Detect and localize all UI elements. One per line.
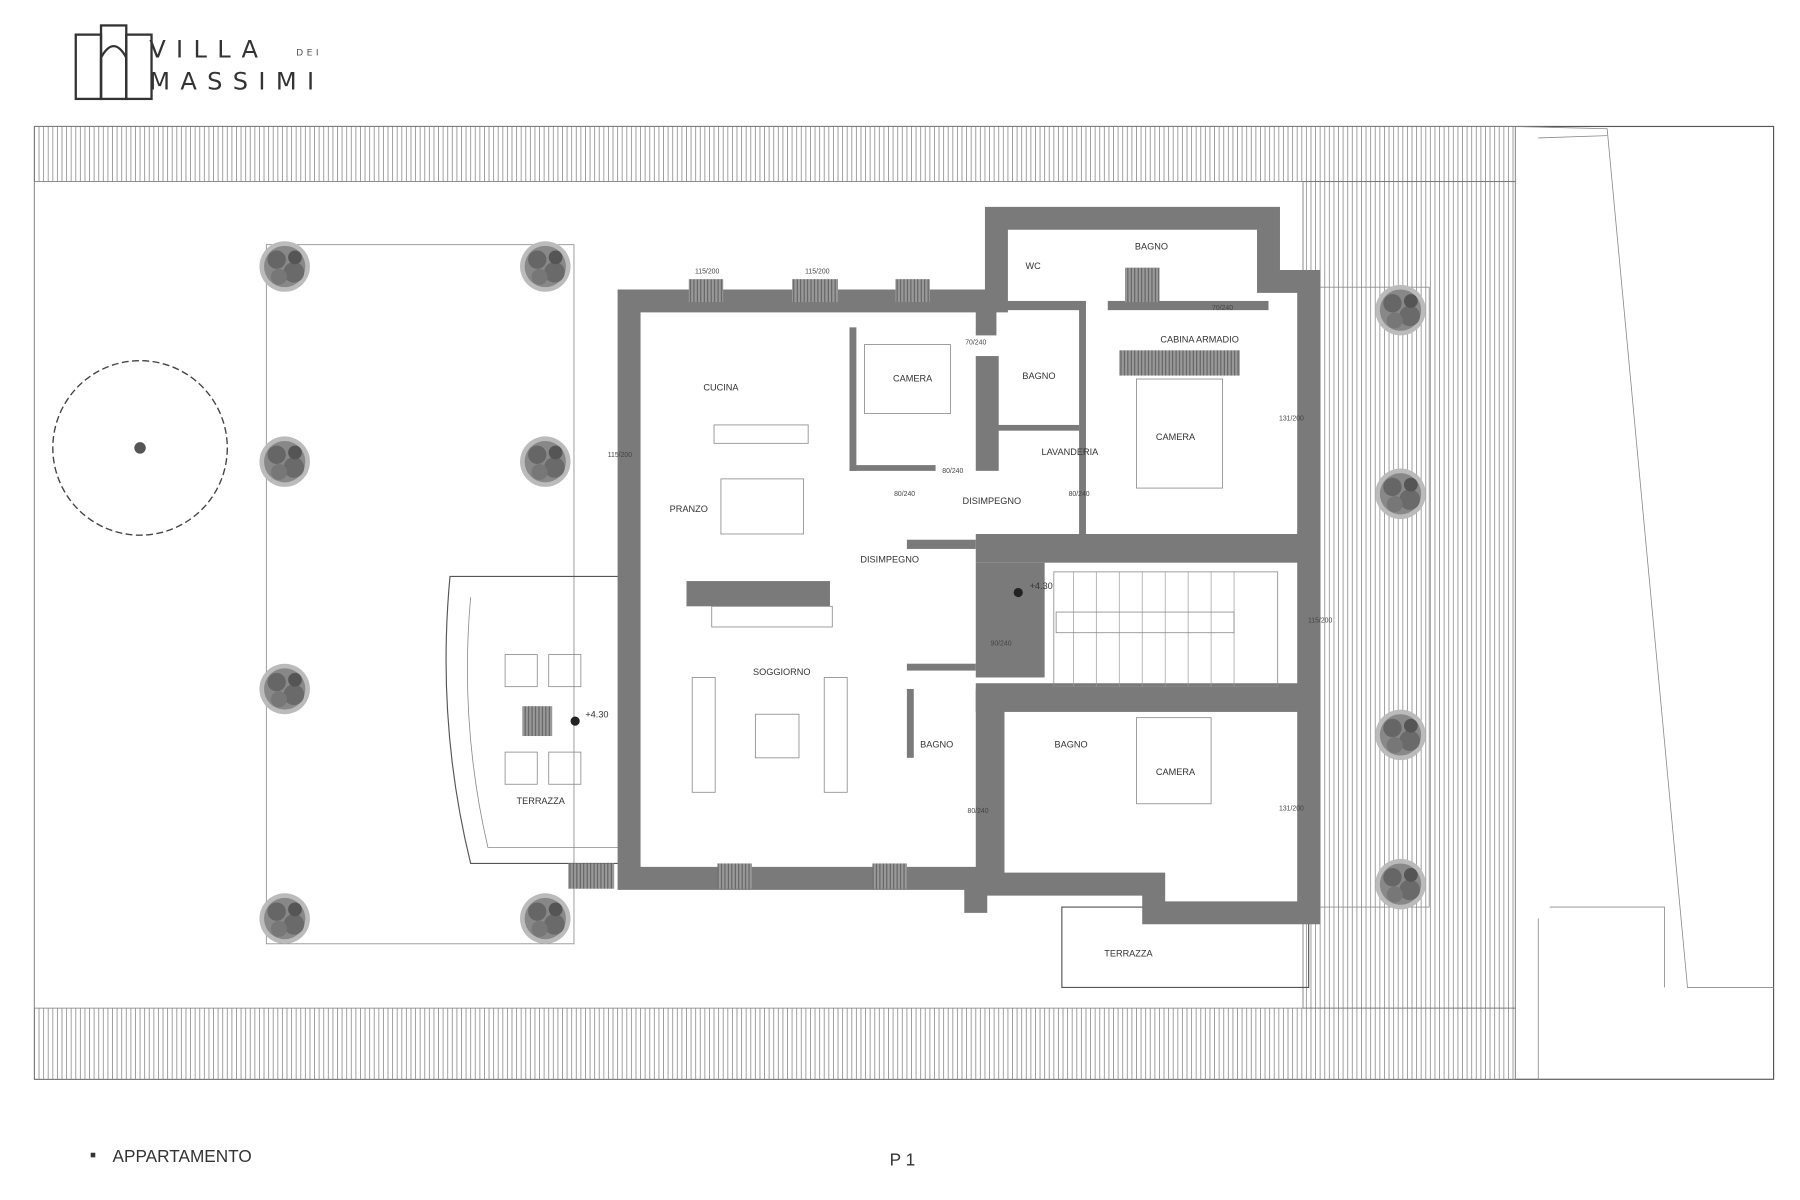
footer: APPARTAMENTO P 1 [90, 1146, 916, 1169]
label-soggiorno: SOGGIORNO [753, 667, 811, 677]
label-bagno: BAGNO [1022, 371, 1055, 381]
logo: VILLA DEI MASSIMI [74, 24, 324, 101]
label-terrazza: TERRAZZA [516, 796, 565, 806]
level-terrace: +4.30 [585, 710, 608, 720]
logo-mark-icon [74, 24, 153, 101]
label-bagno: BAGNO [920, 740, 953, 750]
label-camera: CAMERA [1156, 432, 1196, 442]
building [445, 206, 1321, 989]
page-label: P 1 [890, 1149, 916, 1169]
large-tree-icon [52, 359, 228, 536]
label-camera: CAMERA [893, 373, 933, 383]
path-bottom [33, 1007, 1516, 1080]
dim-label: 80/240 [894, 491, 915, 498]
logo-massimi: MASSIMI [149, 68, 324, 96]
room-labels: CUCINA PRANZO DISIMPEGNO CAMERA BAGNO LA… [516, 241, 1238, 958]
label-camera: CAMERA [1156, 767, 1196, 777]
label-cabina-armadio: CABINA ARMADIO [1160, 334, 1239, 344]
dim-label: 131/200 [1279, 806, 1304, 813]
dim-label: 90/240 [991, 640, 1012, 647]
label-terrazza: TERRAZZA [1104, 948, 1153, 958]
dim-label: 115/200 [608, 452, 633, 459]
label-disimpegno: DISIMPEGNO [963, 496, 1022, 506]
label-cucina: CUCINA [703, 382, 739, 392]
dim-label: 80/240 [942, 468, 963, 475]
garden-bed [265, 244, 575, 945]
staircase [1053, 571, 1279, 688]
logo-dei: DEI [296, 47, 322, 58]
furniture [504, 267, 1279, 889]
label-bagno: BAGNO [1135, 241, 1168, 251]
dimension-labels: 70/240 80/240 80/240 80/240 90/240 80/24… [608, 268, 1333, 815]
dim-label: 70/240 [965, 340, 986, 347]
level-marker-icon [1013, 587, 1023, 598]
path-top [33, 126, 1516, 183]
label-disimpegno: DISIMPEGNO [860, 555, 919, 565]
label-pranzo: PRANZO [670, 504, 708, 514]
label-wc: WC [1026, 261, 1042, 271]
interior-walls [686, 300, 1309, 890]
level-marker-icon [570, 716, 580, 726]
legend-bullet-icon [90, 1152, 96, 1158]
dim-label: 131/200 [1279, 415, 1304, 422]
logo-villa: VILLA [149, 36, 268, 64]
dim-label: 80/240 [1069, 491, 1090, 498]
label-lavanderia: LAVANDERIA [1042, 447, 1100, 457]
level-stair: +4.30 [1030, 581, 1053, 591]
terrace-left [445, 575, 630, 865]
dim-label: 115/200 [1308, 617, 1333, 624]
dim-label: 70/240 [1212, 305, 1233, 312]
dim-label: 115/200 [805, 268, 830, 275]
dim-label: 80/240 [968, 808, 989, 815]
road-edge [1515, 126, 1774, 1080]
dim-label: 115/200 [695, 268, 720, 275]
label-bagno: BAGNO [1054, 740, 1087, 750]
legend-appartamento: APPARTAMENTO [113, 1146, 252, 1166]
